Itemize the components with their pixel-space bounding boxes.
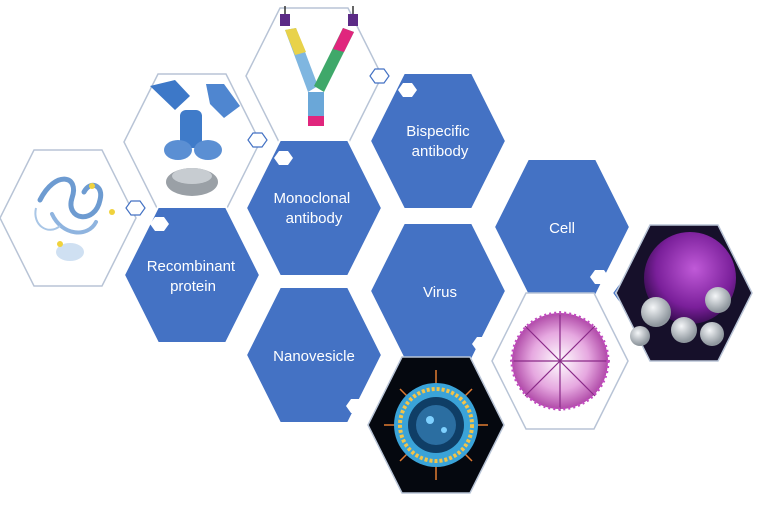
hex-cell-image	[615, 224, 753, 362]
hex-bispecific-antibody: Bispecific antibody	[368, 72, 508, 210]
hex-marker-icon	[369, 68, 390, 84]
antibody-structure-image	[150, 80, 240, 196]
hex-marker-icon	[472, 337, 491, 351]
protein-ribbon-image	[34, 176, 115, 261]
hex-virus-image	[491, 285, 634, 430]
hex-monoclonal-antibody: Monoclonal antibody	[244, 139, 384, 277]
hex-marker-icon	[125, 200, 146, 216]
nanovesicle-image	[384, 370, 488, 480]
hex-nanovesicle-image	[367, 356, 505, 494]
hex-cell: Cell	[492, 158, 632, 296]
hex-protein-image	[0, 149, 146, 287]
hex-virus: Virus	[368, 222, 508, 360]
hex-antibody-structure-image	[123, 73, 268, 211]
hex-label: Nanovesicle	[273, 348, 355, 365]
hex-label: Cell	[549, 220, 575, 237]
hex-bispecific-image	[245, 6, 390, 145]
hex-nanovesicle: Nanovesicle	[244, 286, 384, 424]
bispecific-antibody-icon-image	[280, 6, 358, 126]
hex-marker-icon	[274, 151, 293, 165]
hex-label: Monoclonal antibody	[274, 190, 355, 227]
hex-marker-icon	[346, 399, 365, 413]
hex-label: Virus	[423, 284, 457, 301]
hex-label: Bispecific antibody	[406, 123, 474, 160]
hex-marker-icon	[398, 83, 417, 97]
cell-image	[630, 232, 736, 346]
hex-marker-icon	[150, 217, 169, 231]
virus-image	[510, 311, 610, 411]
hex-recombinant-protein: Recombinant protein	[122, 206, 262, 344]
hex-marker-icon	[590, 270, 609, 284]
hex-marker-icon	[247, 132, 268, 148]
hex-label: Recombinant protein	[147, 258, 240, 295]
